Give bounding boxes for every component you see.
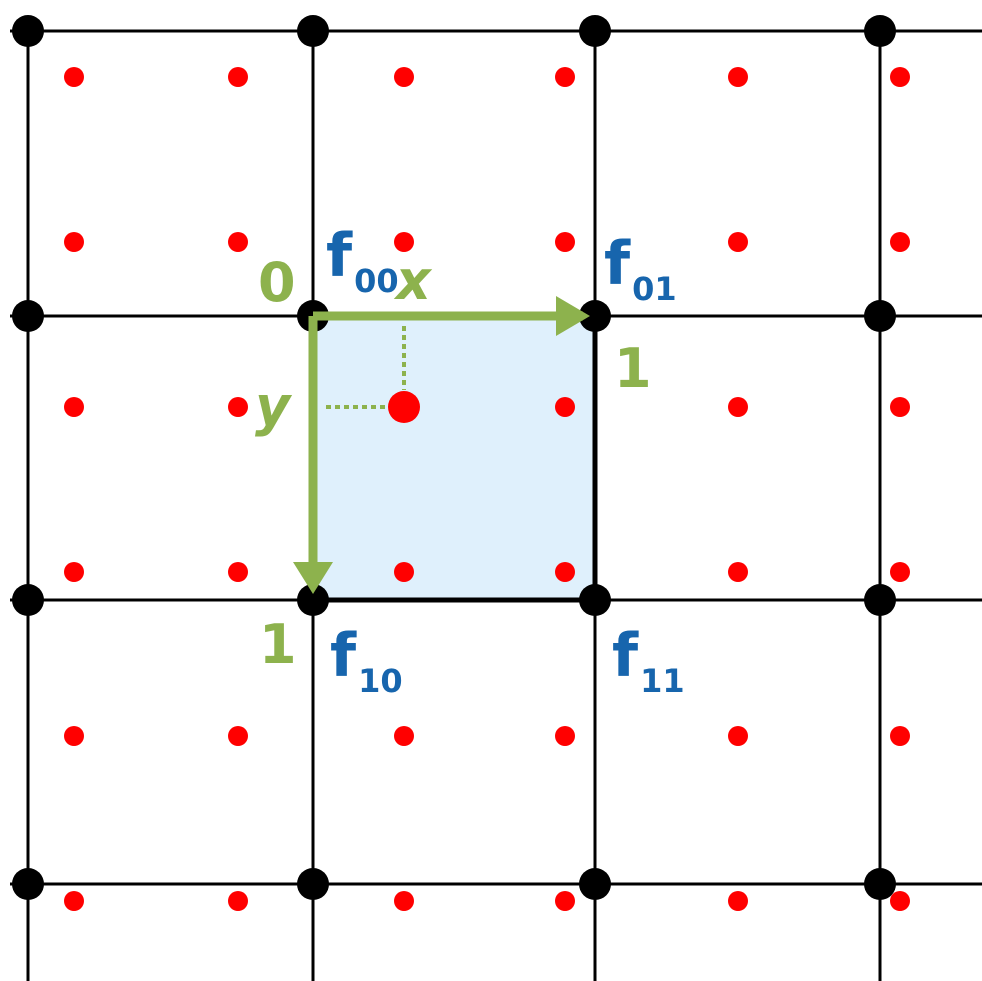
texel-dot: [64, 562, 84, 582]
texel-dot: [64, 232, 84, 252]
corner-f10-base: f: [330, 621, 357, 691]
texel-dot: [228, 232, 248, 252]
texel-dot: [394, 67, 414, 87]
grid-node: [297, 15, 329, 47]
texel-dot: [890, 726, 910, 746]
y-axis-arrowhead: [293, 562, 333, 594]
texel-dot: [728, 891, 748, 911]
texel-dot: [394, 562, 414, 582]
interpolation-cell: [313, 316, 595, 600]
grid-node: [297, 868, 329, 900]
texel-dot: [728, 232, 748, 252]
texel-dot: [728, 67, 748, 87]
grid-node: [864, 584, 896, 616]
grid-node: [864, 15, 896, 47]
texel-dot: [555, 67, 575, 87]
corner-f00-base: f: [326, 221, 353, 291]
texel-dot: [228, 891, 248, 911]
corner-f01-sub: 01: [632, 270, 677, 308]
corner-f10-sub: 10: [358, 662, 403, 700]
grid-node: [579, 584, 611, 616]
texel-dot: [728, 397, 748, 417]
corner-label-f00: f00: [326, 221, 399, 300]
texel-dot: [64, 891, 84, 911]
texel-dot: [890, 67, 910, 87]
texel-dot: [64, 397, 84, 417]
grid-node: [864, 300, 896, 332]
texel-dot: [890, 232, 910, 252]
texel-dot: [555, 891, 575, 911]
texel-dot: [890, 397, 910, 417]
texel-dot: [890, 891, 910, 911]
texel-dot: [394, 891, 414, 911]
texel-dot: [555, 232, 575, 252]
texel-dot: [228, 397, 248, 417]
origin-label: 0: [258, 251, 296, 314]
texel-dot: [64, 67, 84, 87]
grid-node: [579, 300, 611, 332]
x-axis-arrowhead: [556, 296, 590, 336]
corner-label-f11: f11: [612, 621, 685, 700]
grid-node: [12, 584, 44, 616]
corner-f01-base: f: [604, 229, 631, 299]
texel-dot: [728, 562, 748, 582]
corner-label-f10: f10: [330, 621, 403, 700]
texel-dot: [890, 562, 910, 582]
grid-node: [579, 868, 611, 900]
texel-dot: [555, 397, 575, 417]
corner-f11-sub: 11: [640, 662, 685, 700]
grid-node: [864, 868, 896, 900]
texel-dot: [394, 232, 414, 252]
grid-node: [12, 300, 44, 332]
grid-node: [579, 15, 611, 47]
texel-dot: [228, 726, 248, 746]
texel-dot: [228, 67, 248, 87]
texel-dot: [728, 726, 748, 746]
corner-f00-sub: 00: [354, 262, 399, 300]
corner-f11-base: f: [612, 621, 639, 691]
texel-dot: [555, 562, 575, 582]
grid-node: [12, 868, 44, 900]
y-end-label: 1: [259, 613, 297, 676]
grid-node: [297, 584, 329, 616]
texel-dot: [555, 726, 575, 746]
y-axis-label: y: [255, 375, 293, 438]
texel-dot: [228, 562, 248, 582]
grid-node: [12, 15, 44, 47]
x-axis-label: x: [393, 249, 433, 312]
texel-dots: [64, 67, 910, 911]
texel-dot: [394, 726, 414, 746]
corner-label-f01: f01: [604, 229, 677, 308]
sample-point: [388, 391, 420, 423]
texel-dot: [64, 726, 84, 746]
x-end-label: 1: [614, 337, 652, 400]
